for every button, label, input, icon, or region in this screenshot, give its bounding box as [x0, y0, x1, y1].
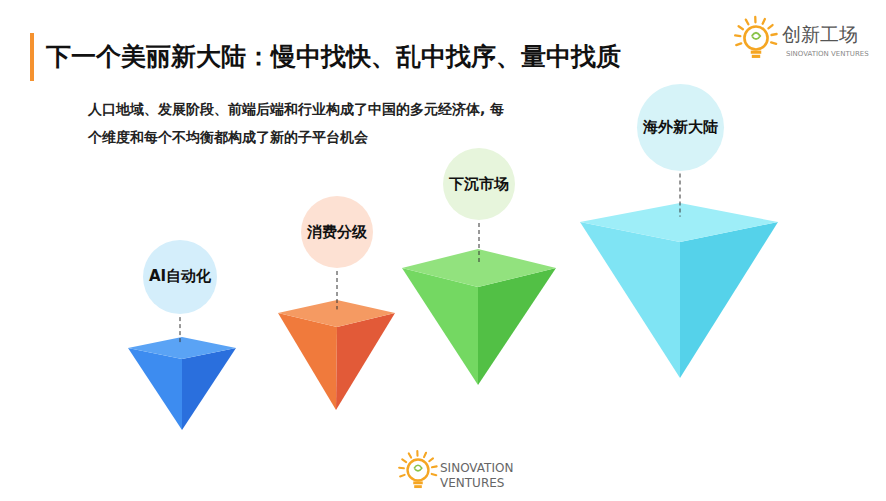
pyramid-face — [128, 348, 182, 430]
circle-label: 消费分级 — [307, 223, 367, 242]
label-circle: 下沉市场 — [443, 148, 515, 220]
logo-text: SINOVATION VENTURES — [440, 461, 518, 491]
pyramid-face — [182, 348, 236, 430]
logo-icon — [399, 451, 437, 488]
logo-subtext: SINOVATION VENTURES — [786, 50, 882, 59]
logo-icon — [735, 17, 776, 58]
slide-title: 下一个美丽新大陆：慢中找快、乱中找序、量中找质 — [46, 40, 621, 73]
label-circle: 海外新大陆 — [637, 84, 724, 171]
pyramid-face — [680, 222, 778, 378]
pyramid-top — [580, 203, 778, 242]
label-circle: 消费分级 — [301, 196, 373, 268]
leader-line — [680, 174, 681, 217]
subtitle: 人口地域、发展阶段、前端后端和行业构成了中国的多元经济体, 每个维度和每个不均衡… — [88, 95, 508, 151]
leader-line — [180, 317, 181, 345]
logo-text: 创新工场 — [782, 22, 882, 46]
pyramid-face — [336, 313, 395, 410]
circle-label: 海外新大陆 — [643, 118, 718, 137]
pyramid-top — [278, 300, 395, 327]
pyramids — [128, 203, 778, 430]
leader-line — [337, 271, 338, 309]
circle-label: 下沉市场 — [449, 175, 509, 194]
pyramid-face — [580, 222, 680, 378]
pyramid-top — [128, 337, 236, 359]
leader-line — [479, 223, 480, 262]
pyramid-face — [402, 268, 478, 385]
logo-icons — [399, 17, 776, 488]
circle-label: AI自动化 — [149, 267, 211, 286]
pyramid-face — [278, 313, 337, 410]
pyramid-face — [478, 268, 556, 385]
label-circle: AI自动化 — [143, 240, 217, 314]
title-bar — [30, 33, 34, 81]
leader-lines — [180, 174, 680, 345]
